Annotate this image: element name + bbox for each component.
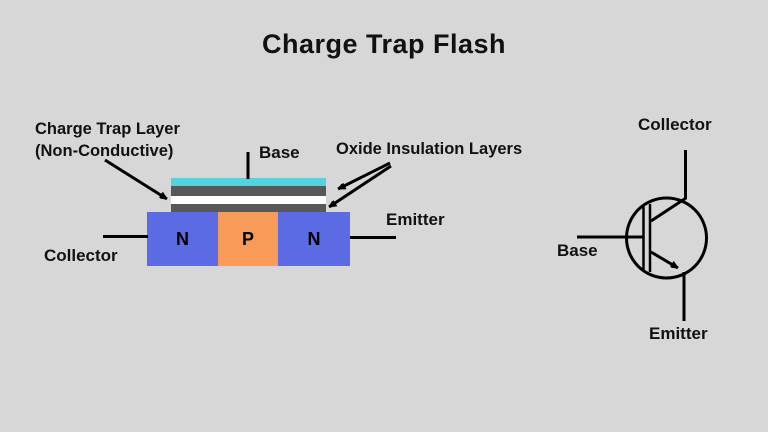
charge-trap-arrow bbox=[104, 158, 167, 201]
oxide-insulation-label: Oxide Insulation Layers bbox=[336, 140, 523, 158]
control-gate-layer bbox=[171, 178, 326, 186]
symbol-collector-label: Collector bbox=[638, 115, 712, 134]
page-title: Charge Trap Flash bbox=[261, 29, 507, 59]
symbol-emitter-label: Emitter bbox=[649, 324, 708, 343]
charge-trap-layer-label-line1: Charge Trap Layer bbox=[35, 120, 180, 138]
oxide-insulation-layer-bottom bbox=[171, 204, 326, 212]
oxide-insulation-layer-top bbox=[171, 186, 326, 196]
symbol-base-label: Base bbox=[557, 241, 598, 260]
transistor-circle bbox=[625, 196, 708, 280]
oxide-arrow-bottom bbox=[329, 164, 392, 209]
base-label: Base bbox=[259, 143, 300, 162]
transistor-emitter-diagonal bbox=[650, 250, 678, 270]
oxide-arrow-top bbox=[338, 161, 391, 191]
charge-trap-layer-label-line2: (Non-Conductive) bbox=[35, 142, 174, 160]
p-region: P bbox=[218, 212, 278, 266]
npn-body: N P N bbox=[147, 212, 350, 266]
transistor-collector-diagonal bbox=[650, 196, 687, 223]
n-region-left: N bbox=[147, 212, 218, 266]
emitter-label: Emitter bbox=[386, 210, 445, 229]
n-region-right: N bbox=[278, 212, 350, 266]
collector-label: Collector bbox=[44, 246, 118, 265]
charge-trap-layer bbox=[171, 196, 326, 204]
